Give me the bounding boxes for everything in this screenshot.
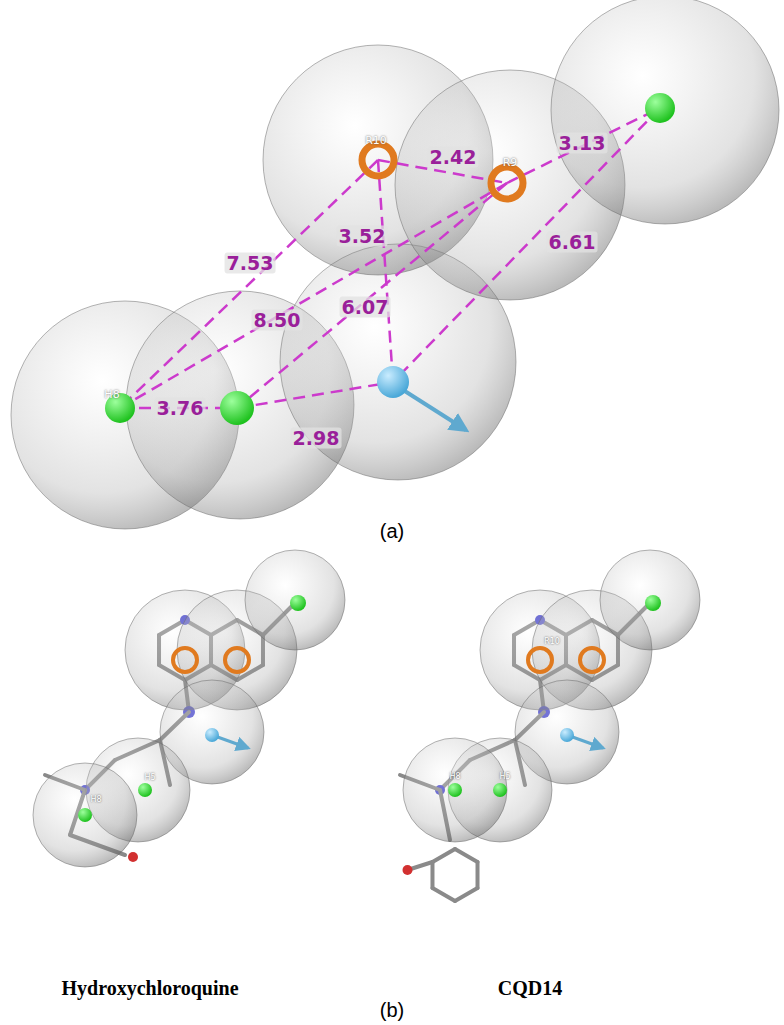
feature-sphere bbox=[600, 550, 700, 650]
feature-label: H8 bbox=[90, 796, 101, 805]
feature-point bbox=[645, 93, 675, 123]
distance-value: 8.50 bbox=[252, 310, 303, 331]
feature-point bbox=[128, 852, 138, 862]
bond bbox=[432, 849, 455, 862]
bond bbox=[430, 862, 434, 888]
feature-point bbox=[645, 595, 661, 611]
distance-line bbox=[393, 108, 660, 382]
distance-line bbox=[507, 108, 660, 183]
feature-sphere bbox=[245, 550, 345, 650]
distance-value: 3.76 bbox=[155, 398, 206, 419]
feature-point bbox=[220, 391, 254, 425]
feature-point bbox=[138, 783, 152, 797]
panel-label: (b) bbox=[380, 999, 404, 1021]
aromatic-ring-marker bbox=[491, 167, 523, 199]
distance-value: 6.07 bbox=[340, 297, 391, 318]
distance-value: 2.98 bbox=[291, 428, 342, 449]
feature-label: H5 bbox=[144, 774, 155, 783]
feature-point bbox=[402, 865, 412, 875]
feature-label: H5 bbox=[499, 773, 510, 782]
feature-point bbox=[205, 728, 219, 742]
compound-name: CQD14 bbox=[498, 977, 562, 999]
bond bbox=[432, 888, 455, 901]
distance-value: 2.42 bbox=[428, 147, 479, 168]
feature-label: R10 bbox=[544, 638, 560, 647]
feature-point bbox=[560, 728, 574, 742]
aromatic-ring-marker bbox=[580, 648, 604, 672]
distance-line bbox=[120, 160, 378, 408]
panel-label: (a) bbox=[380, 520, 404, 542]
distance-value: 3.13 bbox=[557, 133, 608, 154]
bond bbox=[476, 862, 480, 888]
aromatic-ring-marker bbox=[362, 144, 394, 176]
distance-line bbox=[237, 382, 393, 408]
distance-line bbox=[120, 183, 507, 408]
distance-line bbox=[237, 183, 507, 408]
bond bbox=[455, 849, 478, 862]
distance-value: 7.53 bbox=[225, 253, 276, 274]
feature-point bbox=[78, 808, 92, 822]
feature-sphere bbox=[403, 738, 507, 842]
feature-point bbox=[448, 783, 462, 797]
aromatic-ring-marker bbox=[173, 648, 197, 672]
aromatic-ring-marker bbox=[528, 648, 552, 672]
distance-value: 3.52 bbox=[337, 226, 388, 247]
feature-label: H8 bbox=[449, 773, 460, 782]
feature-point bbox=[290, 595, 306, 611]
feature-point bbox=[493, 783, 507, 797]
feature-point bbox=[377, 366, 409, 398]
feature-label: R9 bbox=[503, 157, 518, 169]
bond bbox=[455, 888, 478, 901]
feature-label: R10 bbox=[365, 135, 387, 147]
feature-sphere bbox=[551, 0, 779, 224]
distance-line bbox=[378, 160, 393, 382]
donor-vector bbox=[400, 388, 466, 430]
feature-sphere bbox=[33, 763, 137, 867]
compound-name: Hydroxychloroquine bbox=[61, 977, 238, 999]
distance-value: 6.61 bbox=[547, 232, 598, 253]
feature-label: H8 bbox=[104, 389, 119, 401]
aromatic-ring-marker bbox=[225, 648, 249, 672]
